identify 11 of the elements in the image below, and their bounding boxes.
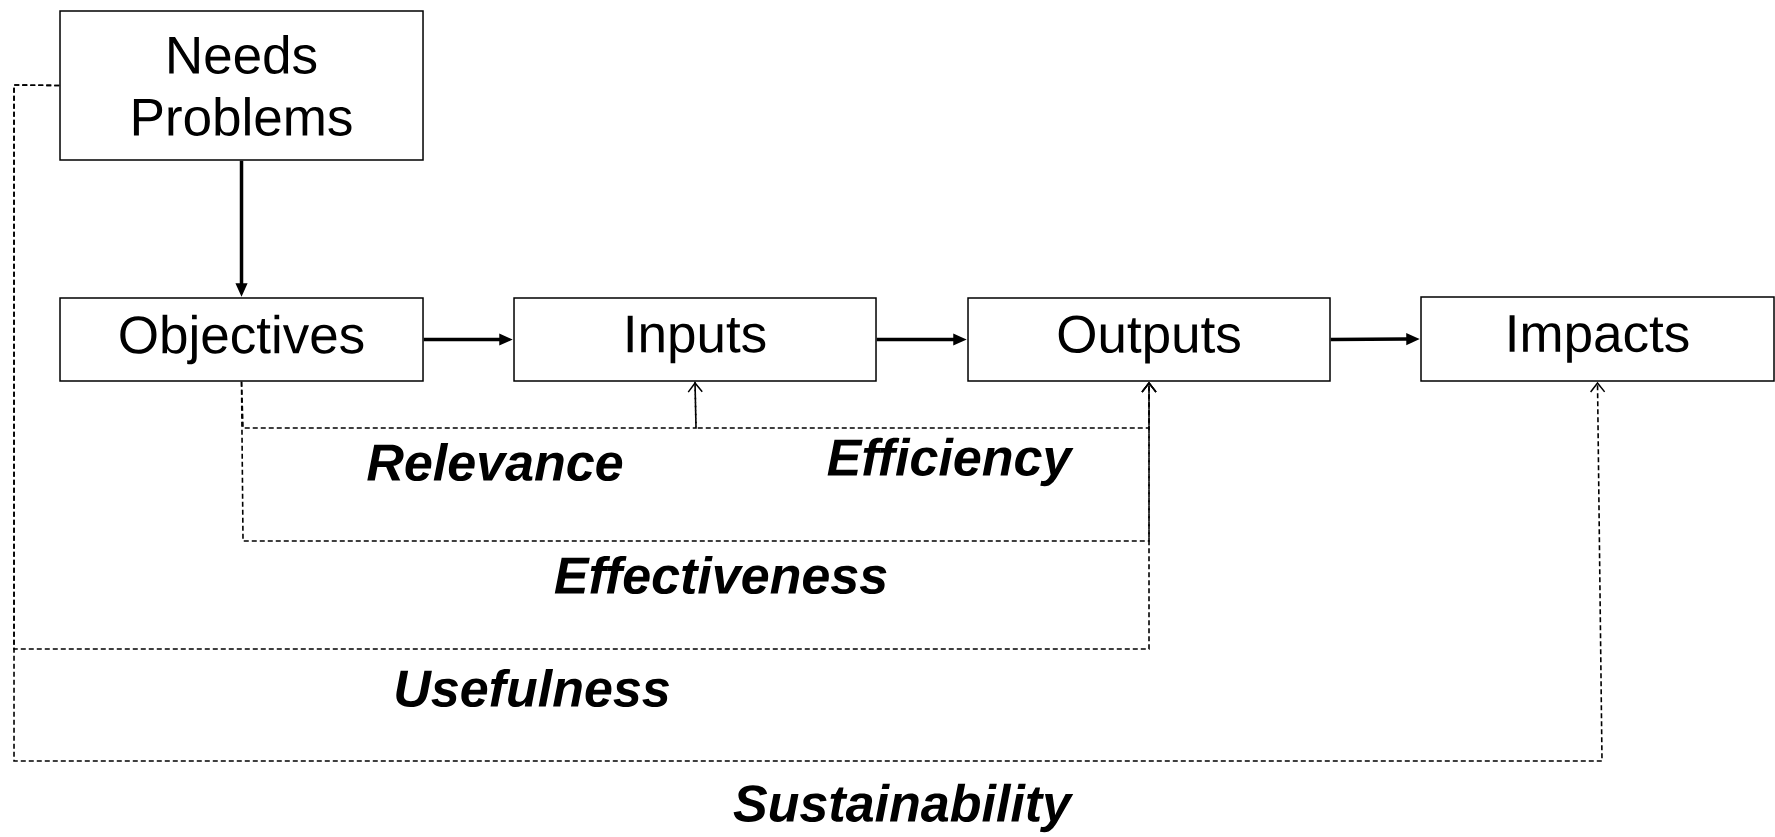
process-box: Inputs: [513, 297, 877, 382]
edge-label: Sustainability: [731, 782, 1074, 834]
edge-label: Usefulness: [392, 667, 672, 709]
edge-label: Relevance: [365, 441, 625, 483]
process-box: Impacts: [1420, 296, 1775, 382]
edge-label: Effectiveness: [552, 554, 890, 596]
edge-label: Efficiency: [825, 436, 1074, 488]
process-box: Outputs: [967, 297, 1331, 382]
arrow: [13, 84, 1606, 762]
process-box: Needs Problems: [59, 10, 424, 161]
process-box: Objectives: [59, 297, 424, 382]
